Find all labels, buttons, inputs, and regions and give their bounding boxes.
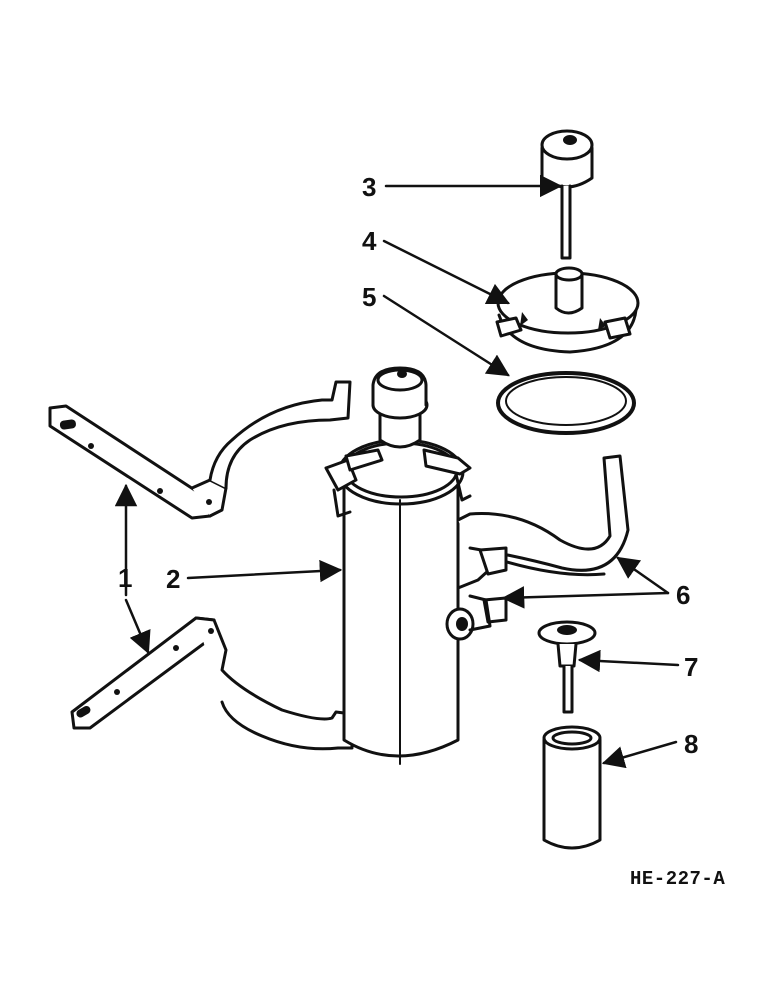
callout-7: 7: [684, 652, 699, 682]
part-7-element-support: [537, 620, 597, 714]
part-2-filter-housing: [324, 366, 475, 765]
callout-8: 8: [684, 729, 699, 759]
part-4-cover-plate: [495, 266, 640, 354]
part-5-gasket-ring: [496, 371, 636, 435]
callout-3: 3: [362, 172, 377, 202]
callout-1: 1: [118, 563, 133, 593]
part-3-breather-cap: [540, 129, 594, 260]
callout-2: 2: [166, 564, 181, 594]
part-6-straps: [456, 454, 630, 632]
leader-lines: [114, 174, 680, 769]
part-1-upper-bracket: [48, 380, 352, 520]
part-1-lower-bracket: [70, 616, 354, 751]
part-8-filter-element: [542, 725, 602, 850]
reference-code: HE-227-A: [630, 868, 726, 890]
callout-5: 5: [362, 282, 377, 312]
callout-6: 6: [676, 580, 691, 610]
callout-4: 4: [362, 226, 377, 256]
